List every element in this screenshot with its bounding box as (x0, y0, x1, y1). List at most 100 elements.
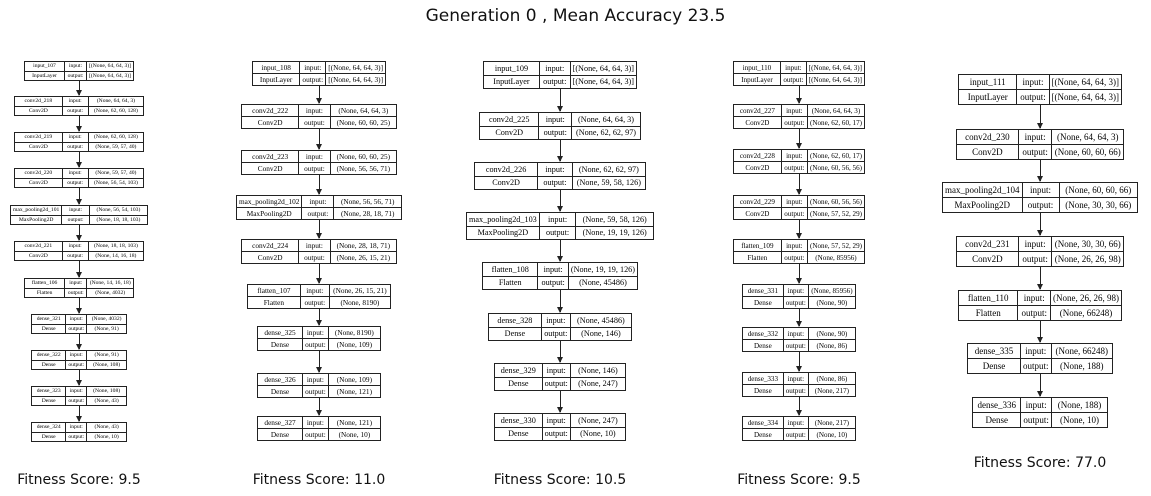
input-shape: (None, 91) (87, 351, 126, 361)
layer-name: flatten_106 (25, 279, 65, 289)
layer-name: dense_322 (32, 351, 66, 361)
input-shape: (None, 64, 64, 3) (330, 105, 396, 117)
layer-name: input_108 (253, 62, 300, 74)
layer-name: max_pooling2d_102 (237, 197, 302, 208)
output-label: output: (67, 72, 84, 79)
output-label: output: (783, 75, 804, 84)
layer-type: Dense (41, 397, 56, 404)
input-label: input: (62, 97, 88, 107)
input-shape: (None, 18, 18, 103) (88, 242, 144, 252)
layer-name: conv2d_223 (242, 151, 299, 163)
output-shape: (None, 188) (1060, 361, 1104, 371)
connector-arrow (1037, 160, 1043, 182)
layer-name: conv2d_218 (15, 97, 62, 107)
output-shape: (None, 14, 16, 18) (95, 252, 137, 259)
input-shape: [(None, 64, 64, 3)] (87, 62, 133, 72)
output-label: output: (543, 128, 567, 138)
input-shape: (None, 14, 16, 18) (87, 279, 133, 289)
layer-name: conv2d_222 (242, 105, 299, 117)
output-shape: (None, 91) (94, 325, 119, 332)
output-label: output: (543, 77, 567, 87)
input-label: input: (783, 417, 808, 429)
input-label: input: (299, 240, 330, 252)
layer-type: InputLayer (259, 75, 293, 84)
input-label: input: (1021, 398, 1051, 413)
input-label: input: (1018, 237, 1052, 252)
layer-type: Flatten (747, 253, 768, 262)
output-label: output: (304, 118, 325, 127)
output-label: output: (68, 361, 85, 368)
connector-arrow (557, 341, 563, 363)
fitness-score: Fitness Score: 9.5 (17, 472, 141, 488)
output-label: output: (67, 179, 84, 186)
input-shape: (None, 60, 60, 66) (1059, 183, 1137, 198)
layer-name: conv2d_225 (480, 113, 539, 127)
connector-arrow (796, 264, 802, 284)
layer-name: conv2d_220 (15, 169, 62, 179)
output-shape: (None, 57, 52, 29) (809, 209, 862, 218)
output-shape: (None, 43) (94, 397, 119, 404)
connector-arrow (76, 116, 82, 132)
layer-type: Dense (753, 430, 772, 439)
input-shape: (None, 56, 56, 71) (334, 196, 401, 208)
input-label: input: (1017, 75, 1049, 90)
input-label: input: (539, 213, 576, 227)
layer-type: Conv2D (28, 107, 48, 114)
connector-arrow (76, 370, 82, 386)
input-label: input: (1021, 344, 1051, 359)
layer-name: dense_335 (968, 344, 1021, 359)
output-shape: (None, 247) (578, 379, 618, 389)
input-label: input: (66, 351, 87, 361)
layer-type: Dense (41, 433, 56, 440)
output-shape: (None, 26, 26, 98) (1054, 254, 1121, 264)
layer-type: Conv2D (972, 254, 1003, 264)
connector-arrow (76, 225, 82, 241)
output-shape: (None, 108) (93, 361, 121, 368)
output-shape: (None, 10) (580, 429, 616, 439)
connector-arrow (316, 398, 322, 416)
connector-arrow (316, 129, 322, 150)
layer-name: dense_326 (258, 374, 303, 386)
output-shape: (None, 30, 30, 66) (1065, 200, 1132, 210)
input-shape: (None, 64, 64, 3) (572, 113, 640, 127)
connector-arrow (796, 86, 802, 104)
layer-type: MaxPooling2D (246, 209, 292, 218)
output-label: output: (67, 107, 84, 114)
fitness-score: Fitness Score: 9.5 (737, 472, 861, 488)
output-label: output: (785, 298, 806, 307)
input-shape: [(None, 64, 64, 3)] (326, 63, 385, 74)
input-label: input: (300, 285, 329, 297)
output-label: output: (543, 178, 567, 188)
output-shape: (None, 60, 60, 66) (1054, 147, 1121, 157)
input-shape: (None, 26, 26, 98) (1051, 291, 1121, 306)
layer-name: dense_336 (973, 398, 1021, 413)
output-shape: (None, 10) (816, 430, 848, 439)
layer-name: dense_334 (743, 417, 783, 429)
output-label: output: (544, 429, 568, 439)
output-shape: (None, 60, 60, 25) (336, 118, 391, 127)
connector-arrow (796, 309, 802, 327)
input-shape: (None, 62, 62, 97) (572, 163, 645, 177)
output-shape: (None, 45486) (579, 278, 627, 288)
connector-arrow (796, 174, 802, 195)
input-shape: (None, 64, 64, 3) (1052, 130, 1123, 145)
output-shape: (None, 10) (338, 430, 371, 439)
layer-type: Conv2D (28, 143, 48, 150)
input-label: input: (1018, 291, 1050, 306)
output-shape: (None, 66248) (1059, 308, 1113, 318)
input-label: input: (65, 279, 87, 289)
input-shape: (None, 62, 60, 128) (88, 133, 144, 143)
layer-name: input_107 (25, 62, 64, 72)
layer-name: conv2d_230 (957, 130, 1018, 145)
layer-type: Conv2D (28, 179, 48, 186)
